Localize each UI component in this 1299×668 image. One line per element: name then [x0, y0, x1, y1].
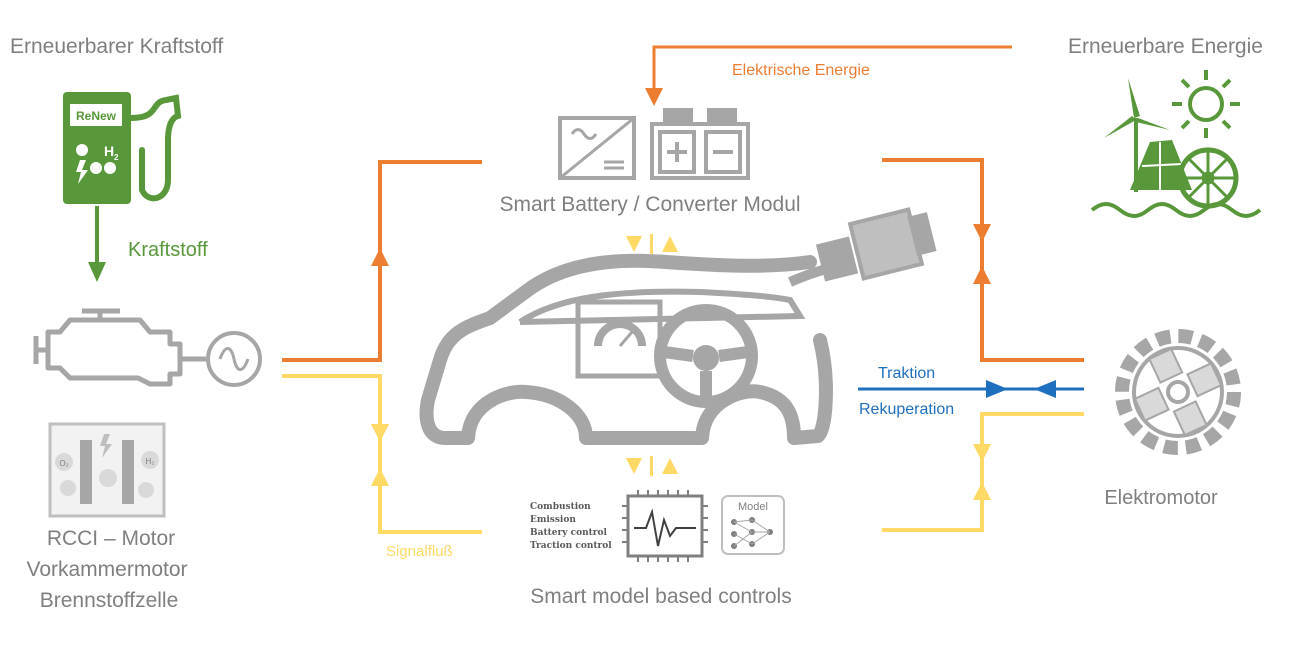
smart-controls-label: Smart model based controls	[530, 585, 791, 608]
model-chip-label: Model	[738, 501, 768, 513]
fuel-pump-icon	[63, 92, 182, 204]
orange-arrow-down-top	[645, 88, 663, 106]
ecu-chip-icon	[622, 490, 708, 562]
traction-label: Traktion	[878, 365, 935, 382]
yellow-arrow-down-left	[371, 424, 389, 442]
pump-brand-label: ReNew	[76, 109, 117, 123]
orange-flow-renewable-energy	[652, 45, 1012, 92]
yellow-arrow-up-right	[973, 482, 991, 500]
green-fuel-arrow	[88, 262, 106, 282]
recuperation-label: Rekuperation	[859, 401, 954, 418]
car-window	[518, 288, 806, 325]
model-chip-icon	[721, 495, 785, 555]
fuel-label: Kraftstoff	[128, 239, 208, 261]
orange-flow-battery-to-motor	[882, 158, 1084, 362]
engine-label-1: RCCI – Motor	[47, 527, 175, 550]
ctrl-emission-label: Emission	[530, 515, 576, 525]
signal-arrows-bottom	[626, 456, 678, 476]
blue-arrow-left	[1034, 380, 1056, 398]
yellow-arrow-down-right	[973, 444, 991, 462]
renewable-fuel-title: Erneuerbarer Kraftstoff	[10, 35, 223, 58]
yellow-signal-flow-left	[282, 374, 482, 534]
renewable-energy-icon	[1090, 70, 1262, 218]
generator-icon	[206, 331, 262, 387]
charging-plug-icon	[788, 207, 937, 287]
yellow-arrow-up-left	[371, 468, 389, 486]
electric-energy-label: Elektrische Energie	[732, 62, 870, 79]
car-wheel-arches	[461, 384, 801, 439]
electric-motor-icon	[1115, 329, 1241, 455]
signal-flow-label: Signalfluß	[386, 543, 453, 560]
signal-arrows-top	[626, 234, 678, 254]
engine-icon	[33, 308, 206, 387]
ctrl-combustion-label: Combustion	[530, 502, 591, 512]
steering-wheel-icon	[654, 304, 758, 408]
engine-label-2: Vorkammermotor	[26, 558, 187, 581]
converter-icon	[558, 116, 636, 180]
yellow-signal-flow-right	[882, 412, 1084, 532]
engine-label-3: Brennstoffzelle	[40, 589, 179, 612]
smart-battery-label: Smart Battery / Converter Modul	[499, 193, 800, 216]
ctrl-traction-label: Traction control	[530, 541, 612, 551]
electric-motor-label: Elektromotor	[1104, 487, 1218, 509]
dashboard-screen	[575, 299, 663, 379]
pump-h2-sub: 2	[114, 153, 119, 162]
orange-arrow-down-right	[973, 224, 991, 242]
ctrl-battery-label: Battery control	[530, 528, 608, 538]
orange-arrow-up-right	[973, 266, 991, 284]
renewable-energy-title: Erneuerbare Energie	[1068, 35, 1263, 58]
fuel-cell-icon	[48, 422, 166, 518]
battery-icon	[650, 108, 750, 180]
fuel-cell-o2-label: O₂	[59, 459, 68, 468]
blue-arrow-right	[986, 380, 1008, 398]
car-icon	[419, 253, 833, 445]
pump-h2-label: H	[104, 143, 114, 159]
orange-arrow-up-left	[371, 248, 389, 266]
fuel-cell-h2-label: H₂	[146, 457, 155, 466]
